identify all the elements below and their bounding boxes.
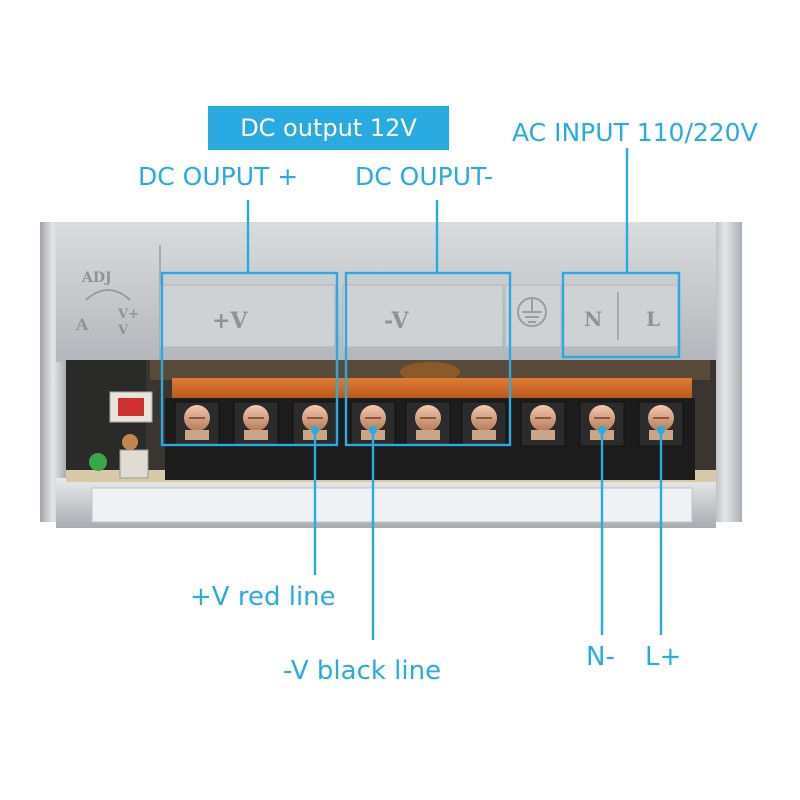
- l-mark: L: [646, 307, 660, 331]
- minus-v-mark: -V: [384, 308, 410, 334]
- pcb-components: [89, 391, 153, 479]
- terminal-screw: [233, 401, 279, 447]
- v-mark: V: [117, 323, 129, 338]
- terminal-screw: [520, 401, 566, 447]
- dc-plus-label: DC OUPUT +: [138, 162, 299, 191]
- ac-input-label: AC INPUT 110/220V: [512, 118, 758, 147]
- vplus-mark: V+: [117, 307, 139, 322]
- ac-input-box: [561, 271, 681, 359]
- dc-minus-label: DC OUPUT-: [355, 162, 494, 191]
- n-mark: N: [584, 307, 602, 331]
- l-plus-label: L+: [645, 642, 682, 672]
- a-mark: A: [75, 315, 89, 334]
- terminal-screw: [405, 401, 451, 447]
- dc-plus-box: [160, 271, 339, 447]
- terminal-screw: [461, 401, 507, 447]
- plus-v-mark: +V: [212, 308, 248, 334]
- dc-output-title: DC output 12V: [208, 106, 449, 150]
- terminal-screw: [174, 401, 220, 447]
- n-minus-label: N-: [586, 642, 615, 672]
- pos-red-label: +V red line: [190, 582, 336, 612]
- terminal-cover-strip: [172, 378, 692, 398]
- top-cover: [85, 245, 679, 360]
- dc-minus-box: [344, 271, 512, 447]
- annotations: [160, 148, 681, 640]
- housing: [40, 222, 742, 528]
- adj-mark: ADJ: [81, 270, 112, 286]
- neg-black-label: -V black line: [283, 656, 442, 686]
